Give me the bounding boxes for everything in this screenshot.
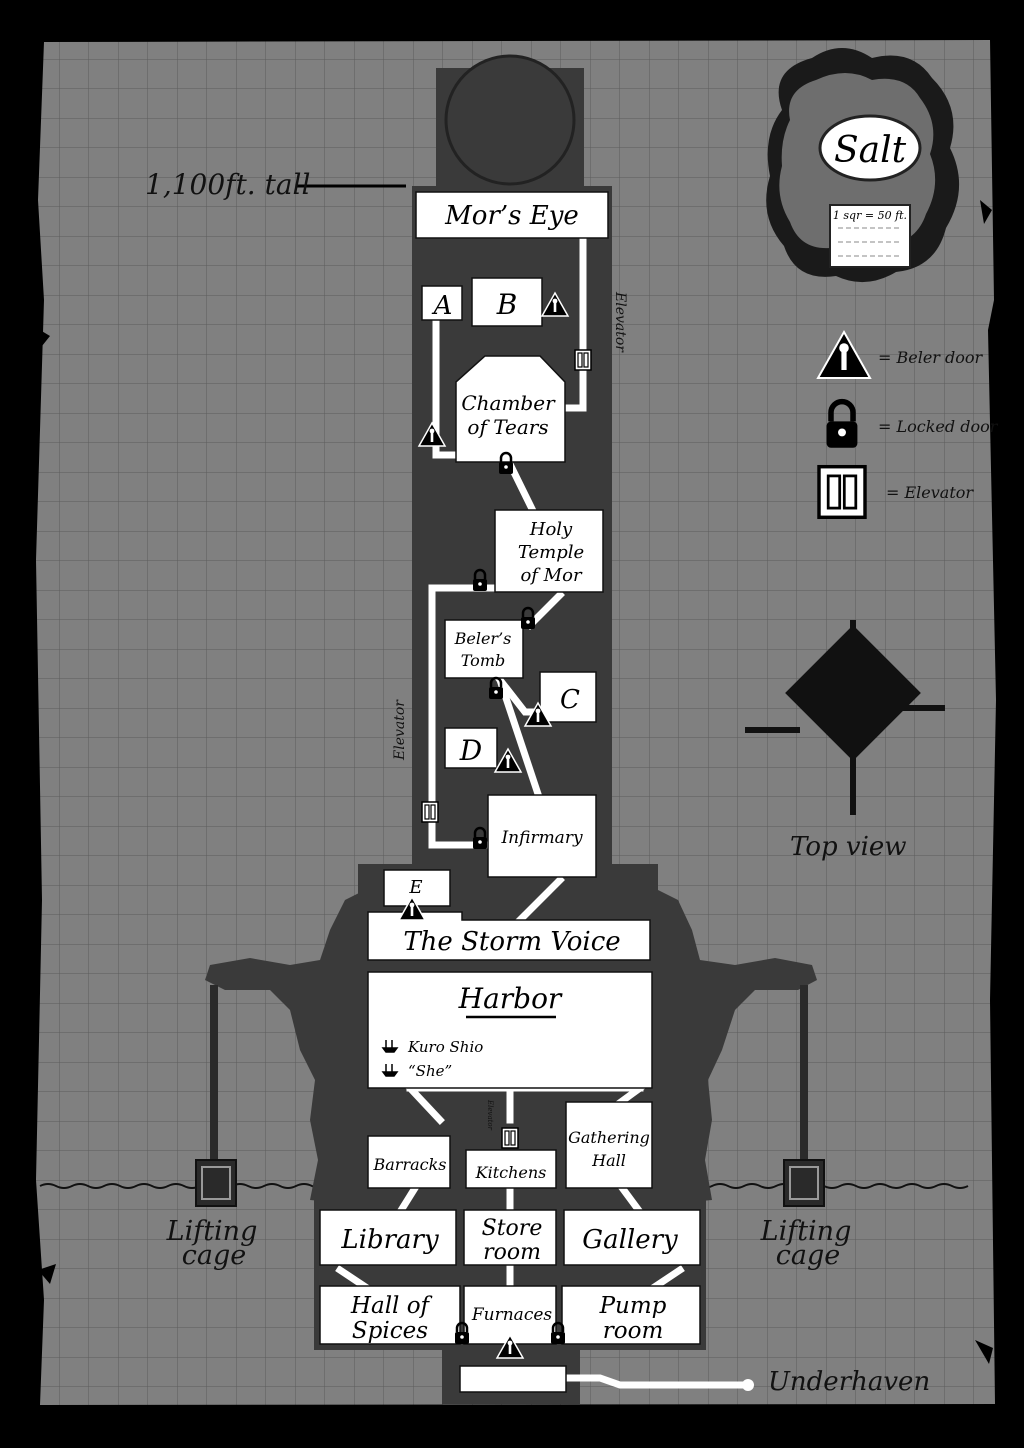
harbor-ships: Kuro Shio “She” <box>381 1038 483 1080</box>
room-chamber-of-tears <box>455 355 566 463</box>
title-cartouche: Salt 1 sqr = 50 ft. <box>766 48 960 283</box>
label-beler-1: Beler’s <box>454 629 512 648</box>
elevator-label-upper: Elevator <box>612 291 628 353</box>
room-pump-room <box>561 1285 701 1345</box>
legend-beler-door-icon <box>816 329 872 379</box>
label-gathering-1: Gathering <box>568 1128 650 1147</box>
room-hall-of-spices <box>319 1285 461 1345</box>
room-infirmary <box>487 794 597 878</box>
label-barracks: Barracks <box>373 1155 447 1174</box>
label-pump-1: Pump <box>599 1293 667 1319</box>
label-spices-1: Hall of <box>350 1293 433 1319</box>
label-harbor: Harbor <box>458 982 563 1015</box>
legend-elevator-icon <box>817 464 867 520</box>
room-mors-eye <box>415 191 609 239</box>
rooms <box>319 191 701 1393</box>
legend-beler-door-label: = Beler door <box>878 348 984 367</box>
room-d <box>444 727 498 769</box>
legend-locked-door-label: = Locked door <box>878 417 999 436</box>
label-infirmary: Infirmary <box>500 828 583 848</box>
label-furnaces: Furnaces <box>471 1305 553 1325</box>
room-underhaven-entry <box>459 1365 567 1393</box>
elevator-label-mid: Elevator <box>392 699 408 761</box>
label-chamber-1: Chamber <box>461 391 556 415</box>
statue-silhouette-left <box>195 890 365 1207</box>
label-beler-2: Tomb <box>461 651 505 670</box>
room-library <box>319 1209 457 1266</box>
room-gallery <box>563 1209 701 1266</box>
elevator-label-small: Elevator <box>486 1099 494 1131</box>
map-scale: 1 sqr = 50 ft. <box>833 209 907 222</box>
label-d: D <box>459 734 482 767</box>
room-barracks <box>367 1135 451 1189</box>
legend-elevator-label: = Elevator <box>886 483 974 502</box>
legend: = Beler door = Locked door = Elevator <box>816 329 999 520</box>
ship-icon <box>381 1040 399 1053</box>
label-store-1: Store <box>482 1216 543 1241</box>
top-view-label: Top view <box>790 832 907 862</box>
label-c: C <box>560 685 580 715</box>
underhaven-label: Underhaven <box>768 1367 930 1397</box>
elevator-icon <box>501 1127 519 1149</box>
label-gathering-2: Hall <box>591 1151 626 1170</box>
label-temple-3: of Mor <box>520 565 582 586</box>
lifting-cage-right-1: Lifting <box>760 1216 852 1247</box>
label-b: B <box>496 288 518 321</box>
room-kitchens <box>465 1149 557 1189</box>
label-kitchens: Kitchens <box>475 1163 547 1182</box>
room-e <box>383 869 451 907</box>
statue-silhouette-right <box>658 890 825 1207</box>
top-view-diagram <box>745 620 945 815</box>
elevator-icon <box>574 349 592 371</box>
lifting-cage-left-2: cage <box>182 1240 246 1271</box>
room-holy-temple <box>494 509 604 593</box>
room-b <box>471 277 543 327</box>
label-storm-voice: The Storm Voice <box>403 927 620 957</box>
room-a <box>421 285 463 321</box>
label-temple-1: Holy <box>529 519 573 540</box>
room-store-room <box>463 1209 557 1266</box>
ship-kuro-shio: Kuro Shio <box>407 1038 483 1056</box>
room-labels: Mor’s Eye A B Chamber of Tears Holy Temp… <box>340 201 678 1344</box>
label-mors-eye: Mor’s Eye <box>444 201 579 231</box>
legend-locked-door-icon <box>826 398 858 448</box>
height-label: 1,100ft. tall <box>145 168 310 201</box>
room-storm-voice <box>367 911 651 961</box>
label-spices-2: Spices <box>352 1318 428 1344</box>
label-library: Library <box>340 1225 439 1255</box>
label-gallery: Gallery <box>582 1225 678 1255</box>
ship-icon <box>381 1064 399 1077</box>
label-temple-2: Temple <box>518 542 584 563</box>
label-chamber-2: of Tears <box>467 415 548 439</box>
label-store-2: room <box>483 1240 541 1265</box>
lifting-cage-right-2: cage <box>776 1240 840 1271</box>
room-gathering-hall <box>565 1101 653 1189</box>
label-e: E <box>408 877 422 898</box>
elevator-icon <box>421 801 439 823</box>
ship-she: “She” <box>408 1062 452 1080</box>
room-harbor <box>367 971 653 1089</box>
room-c <box>539 671 597 723</box>
label-a: A <box>432 291 453 321</box>
lifting-cage-left-1: Lifting <box>166 1216 258 1247</box>
label-pump-2: room <box>603 1318 664 1344</box>
room-beler-tomb <box>444 619 524 679</box>
map-title: Salt <box>834 130 907 171</box>
